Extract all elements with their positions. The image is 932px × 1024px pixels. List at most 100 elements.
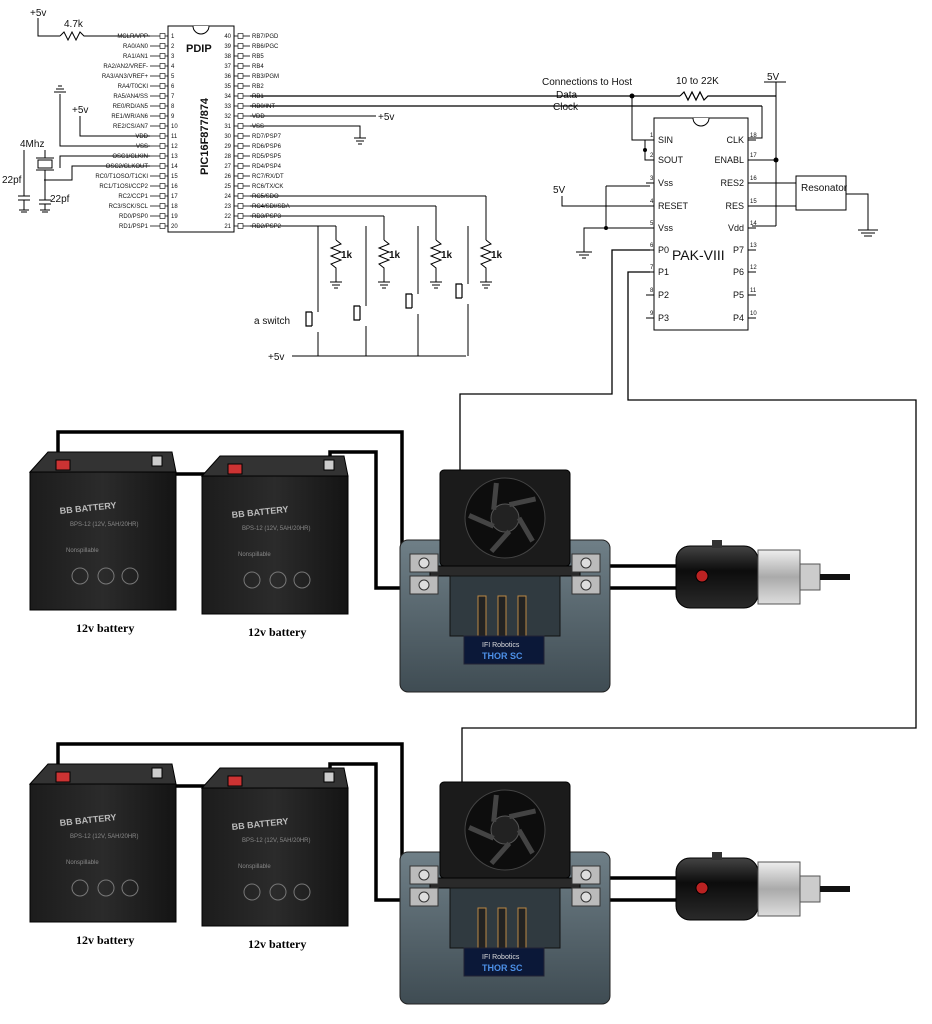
controller-brand: IFI Robotics bbox=[482, 642, 520, 649]
pic-right-pin-label: RD7/PSP7 bbox=[252, 134, 282, 140]
pic-right-pin-number: 22 bbox=[224, 214, 231, 220]
pic-right-pin-number: 34 bbox=[224, 94, 231, 100]
pic-right-pin-label: RB5 bbox=[252, 54, 264, 60]
pak-left-pin-label: Vss bbox=[658, 178, 674, 188]
pic-right-pin-number: 40 bbox=[224, 34, 231, 40]
cap2-label: 22pf bbox=[50, 194, 70, 205]
signal-wire-p0 bbox=[459, 249, 650, 470]
pic-left-pin-number: 5 bbox=[171, 74, 175, 80]
pak-right-pin-label: Vdd bbox=[728, 223, 744, 233]
pak-chip-name: PAK-VIII bbox=[672, 247, 725, 263]
clock-label: Clock bbox=[553, 102, 579, 113]
pic-chip-body bbox=[167, 25, 235, 233]
pic-right-pin-number: 29 bbox=[224, 144, 231, 150]
pic-right-pin-label: VSS bbox=[252, 124, 264, 130]
pic-left-pin-label: RA4/T0CKI bbox=[118, 84, 149, 90]
pic-left-pin-number: 20 bbox=[171, 224, 178, 230]
pic-left-pin-number: 18 bbox=[171, 204, 178, 210]
pulldown-resistor bbox=[429, 239, 443, 282]
pic-right-pin-label: RD2/PSP2 bbox=[252, 224, 282, 230]
pic-right-pin-number: 39 bbox=[224, 44, 231, 50]
pak-right-pin-label: CLK bbox=[726, 135, 744, 145]
pak-left-pin-number: 3 bbox=[650, 176, 654, 182]
pic-right-pin-label: RC5/SDO bbox=[252, 194, 279, 200]
pak-left-pin-number: 9 bbox=[650, 311, 654, 317]
battery-desc: Nonspillable bbox=[66, 860, 99, 866]
resistor-1k-label: 1k bbox=[341, 250, 353, 261]
pic-right-pin-number: 21 bbox=[224, 224, 231, 230]
pic-left-pin-number: 2 bbox=[171, 44, 175, 50]
pic-right-pin-number: 31 bbox=[224, 124, 231, 130]
pic-right-pin-number: 35 bbox=[224, 84, 231, 90]
pak-right-pin-label: P7 bbox=[733, 245, 744, 255]
pic-left-pin-label: RA1/AN1 bbox=[123, 54, 149, 60]
pic-right-pin-label: RC6/TX/CK bbox=[252, 184, 283, 190]
pak-right-pin-number: 17 bbox=[750, 153, 757, 159]
pic-left-pin-label: RE0/RD/AN5 bbox=[113, 104, 149, 110]
pic-package-label: PDIP bbox=[186, 43, 212, 55]
pic-left-pin-number: 16 bbox=[171, 184, 178, 190]
host-label: Connections to Host bbox=[542, 77, 632, 88]
pak-left-pin-label: SIN bbox=[658, 135, 673, 145]
pic-right-pin-label: RC7/RX/DT bbox=[252, 174, 284, 180]
pic-right-pin-number: 27 bbox=[224, 164, 231, 170]
pullup-10-22k bbox=[679, 90, 776, 102]
pak-right-pin-number: 13 bbox=[750, 243, 757, 249]
battery-label: 12v battery bbox=[248, 937, 306, 951]
pic-left-pin-label: OSC2/CLKOUT bbox=[106, 164, 149, 170]
pic-left-pin-label: RC0/T1OSO/T1CKI bbox=[95, 174, 148, 180]
pic-left-pin-number: 4 bbox=[171, 64, 175, 70]
battery-desc: Nonspillable bbox=[238, 864, 271, 870]
drill-motor bbox=[675, 852, 850, 921]
crystal bbox=[37, 159, 53, 169]
pic-right-pin-label: RD4/PSP4 bbox=[252, 164, 282, 170]
pulldown-resistor bbox=[329, 239, 343, 282]
pic-left-pin-number: 12 bbox=[171, 144, 178, 150]
pic-left-pin-number: 17 bbox=[171, 194, 178, 200]
pushbutton-switch bbox=[405, 293, 412, 309]
cap1-label: 22pf bbox=[2, 175, 22, 186]
resistor-1k-label: 1k bbox=[389, 250, 401, 261]
pic-right-pin-label: RB6/PGC bbox=[252, 44, 279, 50]
pic-right-pin-number: 23 bbox=[224, 204, 231, 210]
pushbutton-switch bbox=[353, 305, 360, 321]
crystal-label: 4Mhz bbox=[20, 139, 44, 150]
pak-left-pin-label: P3 bbox=[658, 313, 669, 323]
pic-left-pin-label: RA3/AN3/VREF+ bbox=[102, 74, 149, 80]
pic-left-pin-number: 7 bbox=[171, 94, 175, 100]
pak-left-pin-number: 6 bbox=[650, 243, 654, 249]
pic-vdd-right-label: +5v bbox=[378, 112, 394, 123]
pak-left-pin-label: P1 bbox=[658, 267, 669, 277]
pic-left-pin-label: RC3/SCK/SCL bbox=[109, 204, 149, 210]
pic-chip-name: PIC16F877/874 bbox=[199, 97, 211, 175]
switch-supply-label: +5v bbox=[268, 352, 284, 363]
pak-left-pin-label: P0 bbox=[658, 245, 669, 255]
host-connection: Connections to Host Data Clock 10 to 22K… bbox=[250, 72, 786, 226]
pic-right-pin-number: 37 bbox=[224, 64, 231, 70]
pak-left-pin-number: 8 bbox=[650, 288, 654, 294]
signal-wire-p1 bbox=[461, 271, 917, 784]
battery-label: 12v battery bbox=[76, 621, 134, 635]
pic-left-pin-label: RA0/AN0 bbox=[123, 44, 149, 50]
battery-model: BPS-12 (12V, 5AH/20HR) bbox=[242, 838, 310, 844]
pak-left-pin-label: P2 bbox=[658, 290, 669, 300]
battery-model: BPS-12 (12V, 5AH/20HR) bbox=[70, 834, 138, 840]
pic-left-pin-label: OSC1/CLKIN bbox=[112, 154, 148, 160]
pak-left-pin-number: 2 bbox=[650, 153, 654, 159]
pak-right-pin-number: 12 bbox=[750, 265, 757, 271]
pic-left-pin-label: VSS bbox=[136, 144, 148, 150]
pic-right-pin-label: RB2 bbox=[252, 84, 264, 90]
resistor-1k-label: 1k bbox=[441, 250, 453, 261]
resonator-box bbox=[795, 175, 847, 211]
pic-left-pin-number: 11 bbox=[171, 134, 178, 140]
